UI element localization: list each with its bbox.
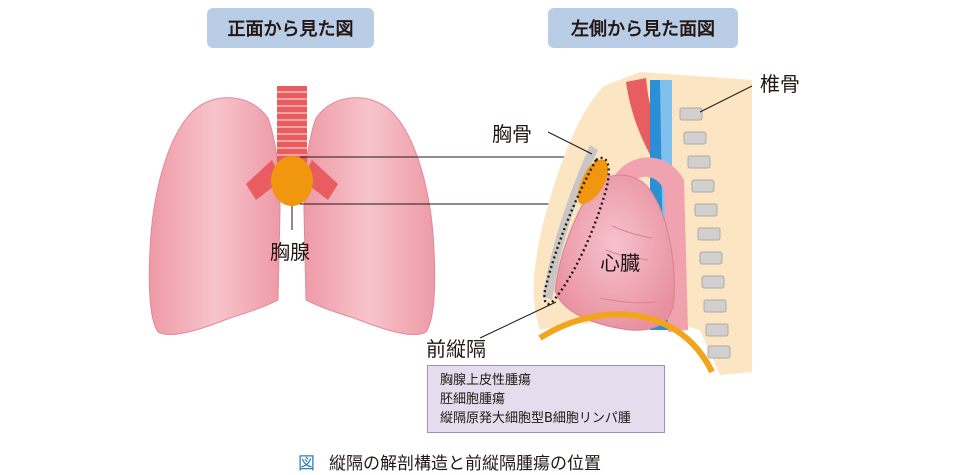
sternum-label: 胸骨 bbox=[492, 122, 532, 146]
side-view bbox=[479, 72, 753, 375]
tumor-list-item: 胚細胞腫瘍 bbox=[440, 392, 506, 407]
thymus-label: 胸腺 bbox=[270, 240, 310, 264]
figure-caption-text: 縦隔の解剖構造と前縦隔腫瘍の位置 bbox=[329, 454, 601, 474]
thymus-side bbox=[577, 159, 609, 205]
diaphragm bbox=[538, 311, 715, 374]
heart-label: 心臓 bbox=[600, 251, 640, 275]
tumor-list-item: 胸腺上皮性腫瘍 bbox=[440, 373, 532, 388]
vertebra-label: 椎骨 bbox=[760, 72, 800, 96]
tumor-list-item: 縦隔原発大細胞型B細胞リンパ腫 bbox=[440, 411, 631, 426]
vertebrae bbox=[679, 107, 731, 359]
right-lung-shape bbox=[303, 97, 436, 336]
side-view-header: 左側から見た面図 bbox=[548, 8, 738, 48]
figure-caption: 図縦隔の解剖構造と前縦隔腫瘍の位置 bbox=[298, 449, 601, 474]
trachea bbox=[246, 86, 338, 200]
figure-label: 図 bbox=[298, 454, 315, 474]
front-view-header: 正面から見た図 bbox=[207, 8, 374, 48]
front-view bbox=[148, 86, 600, 336]
tumor-list-box: 胸腺上皮性腫瘍 胚細胞腫瘍 縦隔原発大細胞型B細胞リンパ腫 bbox=[427, 365, 665, 433]
thymus-front bbox=[271, 156, 313, 206]
anterior-mediastinum-label: 前縦隔 bbox=[426, 337, 486, 361]
left-lung-shape bbox=[148, 97, 281, 336]
